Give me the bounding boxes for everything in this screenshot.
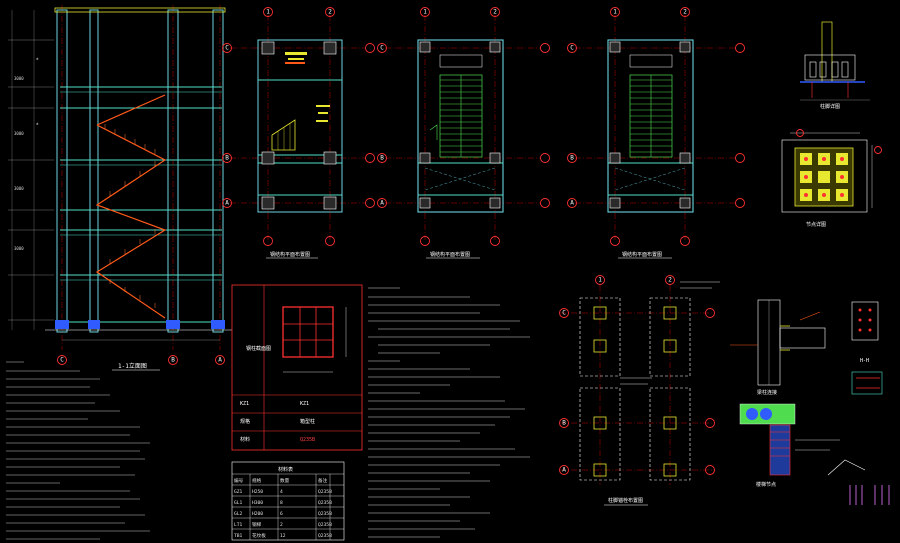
plan-3: 1 2 C B A 钢结构平面布置图 — [567, 7, 745, 259]
elevation-view: 3000 3000 3000 3000 ± ± — [8, 5, 232, 371]
svg-text:3000: 3000 — [14, 186, 24, 191]
design-notes — [368, 287, 530, 538]
svg-text:3000: 3000 — [14, 76, 24, 81]
plan-1: 1 2 C B A 钢结构平面布置图 — [222, 7, 375, 259]
foundation-axis-2: 2 — [668, 277, 672, 284]
plan3-caption: 钢结构平面布置图 — [622, 251, 662, 258]
colsec-row-label-1: KZ1 — [240, 401, 249, 407]
material-table-cell: Q235B — [318, 500, 332, 506]
elev-axis-a: A — [218, 357, 222, 364]
material-table-cell: TB1 — [234, 533, 243, 539]
material-table-cell: LT1 — [234, 522, 243, 528]
material-table-cell: 花纹板 — [252, 532, 266, 539]
plate-detail-caption: 节点详图 — [806, 221, 826, 228]
general-notes-left — [6, 361, 150, 540]
column-section-table: 钢柱截面图 KZ1 规格 材料 KZ1 箱型柱 Q235B — [231, 284, 363, 451]
material-table-cell: Q235B — [318, 511, 332, 517]
material-table-cell: 12 — [280, 533, 286, 539]
base-detail-caption: 柱脚详图 — [820, 103, 840, 110]
elevation-caption: 1-1立面图 — [118, 362, 147, 370]
plan1-axis-a: A — [225, 200, 229, 207]
plan2-caption: 钢结构平面布置图 — [430, 251, 470, 258]
material-table-cell: 编号 — [234, 477, 244, 484]
material-table-cell: H200 — [252, 511, 263, 517]
bolt-detail-caption: H-H — [860, 358, 869, 364]
plan2-axis-a: A — [380, 200, 384, 207]
foundation-caption: 柱脚锚栓布置图 — [608, 497, 643, 504]
material-table-cell: H300 — [252, 500, 263, 506]
elev-axis-b: B — [171, 357, 175, 364]
material-table-title: 材料表 — [278, 466, 293, 473]
elev-axis-c: C — [60, 357, 64, 364]
foundation-axis-a: A — [562, 467, 566, 474]
material-table-cell: 2 — [280, 522, 283, 528]
foundation-plan: 1 2 C B A 柱脚锚栓布置图 — [559, 275, 720, 506]
material-table-cell: 6 — [280, 511, 283, 517]
material-table-cell: H250 — [252, 489, 263, 495]
connection-caption: 梁柱连接 — [757, 389, 777, 396]
colsec-value-1: KZ1 — [300, 401, 309, 407]
bolt-detail: H-H — [851, 301, 883, 395]
plate-detail: 节点详图 — [781, 129, 882, 228]
plan3-axis-1: 1 — [613, 9, 617, 16]
material-table-cell: 钢梯 — [252, 521, 262, 528]
plan1-axis-2: 2 — [328, 9, 332, 16]
colsec-value-2: 箱型柱 — [300, 418, 315, 425]
plan3-axis-b: B — [570, 155, 574, 162]
plan2-axis-c: C — [380, 45, 384, 52]
material-table-cell: 4 — [280, 489, 283, 495]
colsec-row-label-2: 规格 — [240, 418, 250, 425]
plan2-axis-1: 1 — [423, 9, 427, 16]
foundation-axis-b: B — [562, 420, 566, 427]
plan1-axis-c: C — [225, 45, 229, 52]
material-table-cell: GL2 — [234, 511, 243, 517]
svg-text:3000: 3000 — [14, 246, 24, 251]
svg-text:3000: 3000 — [14, 131, 24, 136]
plan3-axis-2: 2 — [683, 9, 687, 16]
foundation-axis-1: 1 — [598, 277, 602, 284]
plan-2: 1 2 C B A 钢结构平面布置图 — [377, 7, 550, 259]
material-table-cell: 8 — [280, 500, 283, 506]
colsec-value-3: Q235B — [300, 437, 315, 443]
plan2-axis-b: B — [380, 155, 384, 162]
plan3-axis-c: C — [570, 45, 574, 52]
column-section-caption: 钢柱截面图 — [246, 345, 271, 352]
svg-text:±: ± — [36, 56, 39, 61]
plan1-caption: 钢结构平面布置图 — [270, 251, 310, 258]
plan3-axis-a: A — [570, 200, 574, 207]
beam-detail-caption: 楼梯节点 — [756, 481, 776, 488]
colsec-row-label-3: 材料 — [240, 436, 250, 443]
connection-detail: 梁柱连接 — [730, 299, 826, 396]
base-detail: 柱脚详图 — [800, 21, 870, 110]
plan2-axis-2: 2 — [493, 9, 497, 16]
material-table-cell: 数量 — [280, 477, 290, 484]
beam-stair-detail: 楼梯节点 — [739, 403, 890, 505]
material-table-cell: 规格 — [252, 477, 262, 484]
material-table-cell: 备注 — [318, 477, 328, 484]
plan1-axis-b: B — [225, 155, 229, 162]
plan1-axis-1: 1 — [266, 9, 270, 16]
material-table-cell: Q235B — [318, 489, 332, 495]
material-table-cell: Q235B — [318, 522, 332, 528]
material-table-cell: Q235B — [318, 533, 332, 539]
material-table-cell: GL1 — [234, 500, 243, 506]
foundation-axis-c: C — [562, 310, 566, 317]
svg-text:±: ± — [36, 121, 39, 126]
material-table-cell: GZ1 — [234, 489, 243, 495]
